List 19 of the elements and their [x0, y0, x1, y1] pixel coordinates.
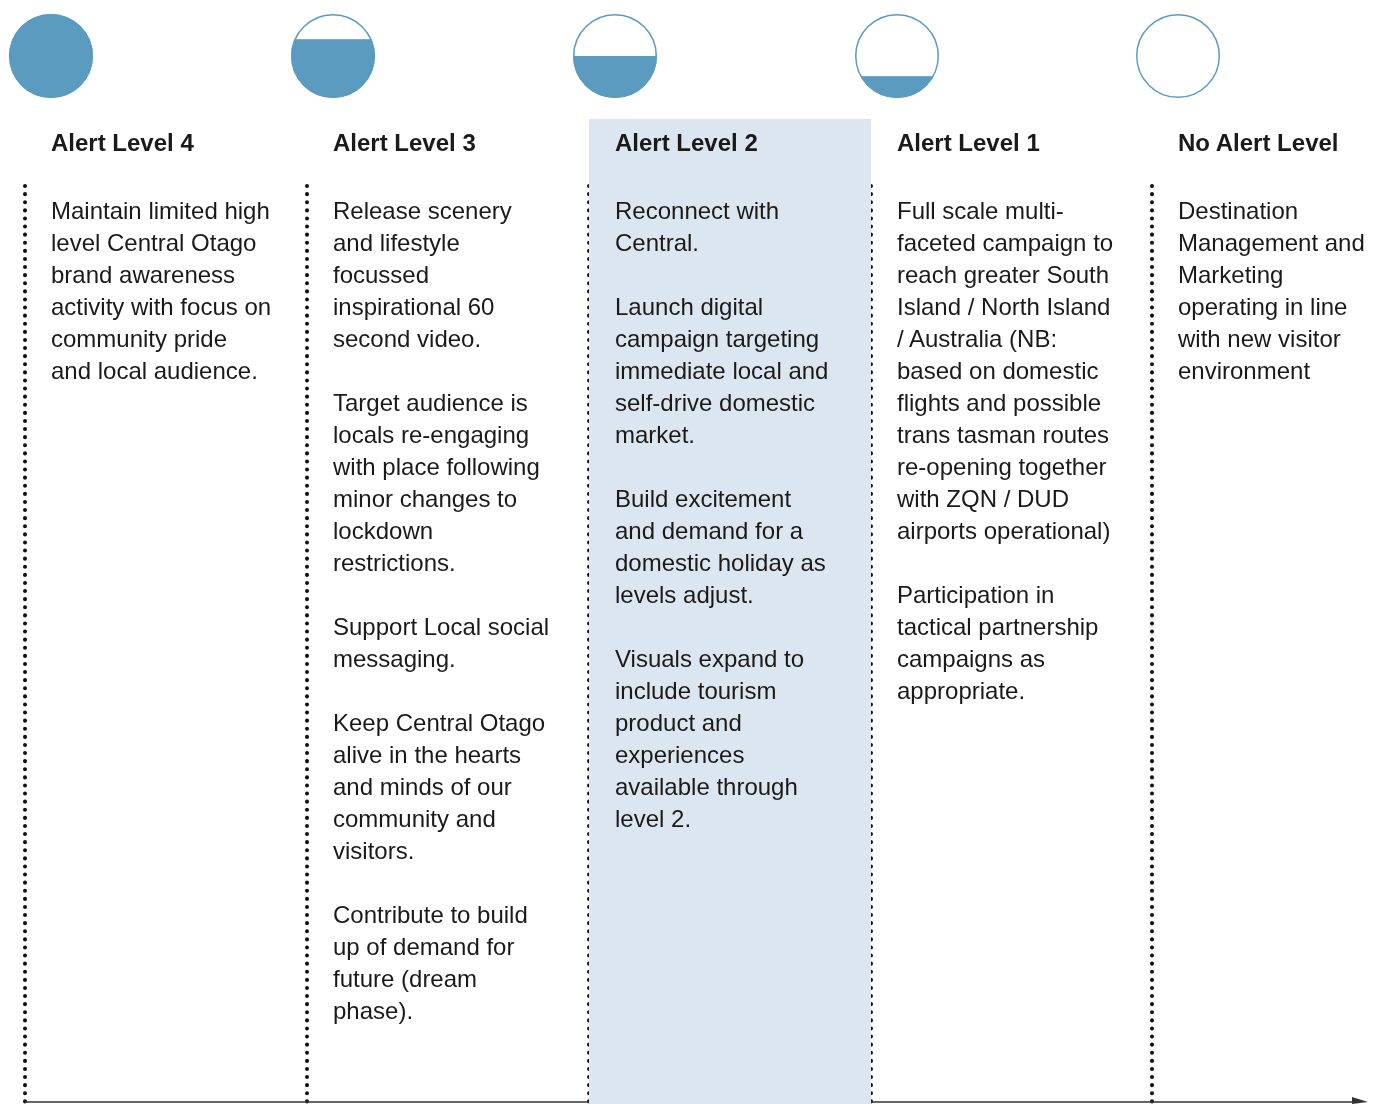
column-heading: Alert Level 2 [615, 129, 758, 157]
column-heading: Alert Level 4 [51, 129, 194, 157]
column-heading: Alert Level 3 [333, 129, 476, 157]
column-heading: No Alert Level [1178, 129, 1339, 157]
highlight-panel [589, 119, 871, 1104]
description-text: Build excitement and demand for a domestic holiday as levels adjust. [615, 484, 827, 610]
description-text: Visuals expand to include tourism product and experiences available through level 2. [615, 644, 806, 834]
description-text: Keep Central Otago alive in the hearts and minds of our community and visitors. [333, 708, 547, 866]
column-heading: Alert Level 1 [897, 129, 1040, 157]
description-text: Contribute to build up of demand for future (dream phase). [333, 900, 529, 1026]
description-text: Participation in tactical partnership campaigns as appropriate. [897, 580, 1100, 706]
description-text: Maintain limited high level Central Otago brand awareness activity with focus on community pride and local audience. [51, 196, 273, 386]
description-text: Destination Management and Marketing operating in line with new visitor environment [1178, 196, 1366, 386]
description-text: Release scenery and lifestyle focussed inspirational 60 second video. [333, 196, 513, 354]
description-text: Launch digital campaign targeting immediate local and self-drive domestic market. [615, 292, 830, 450]
description-text: Support Local social messaging. [333, 612, 551, 674]
description-text: Reconnect with Central. [615, 196, 781, 258]
description-text: Target audience is locals re-engaging with place following minor changes to lockdown restrictions. [333, 388, 541, 578]
description-text: Full scale multi-faceted campaign to reach greater South Island / North Island / Australia (NB: based on domestic flights and possible trans tasman routes re-opening together with ZQN / DUD airports operational) [897, 196, 1115, 546]
